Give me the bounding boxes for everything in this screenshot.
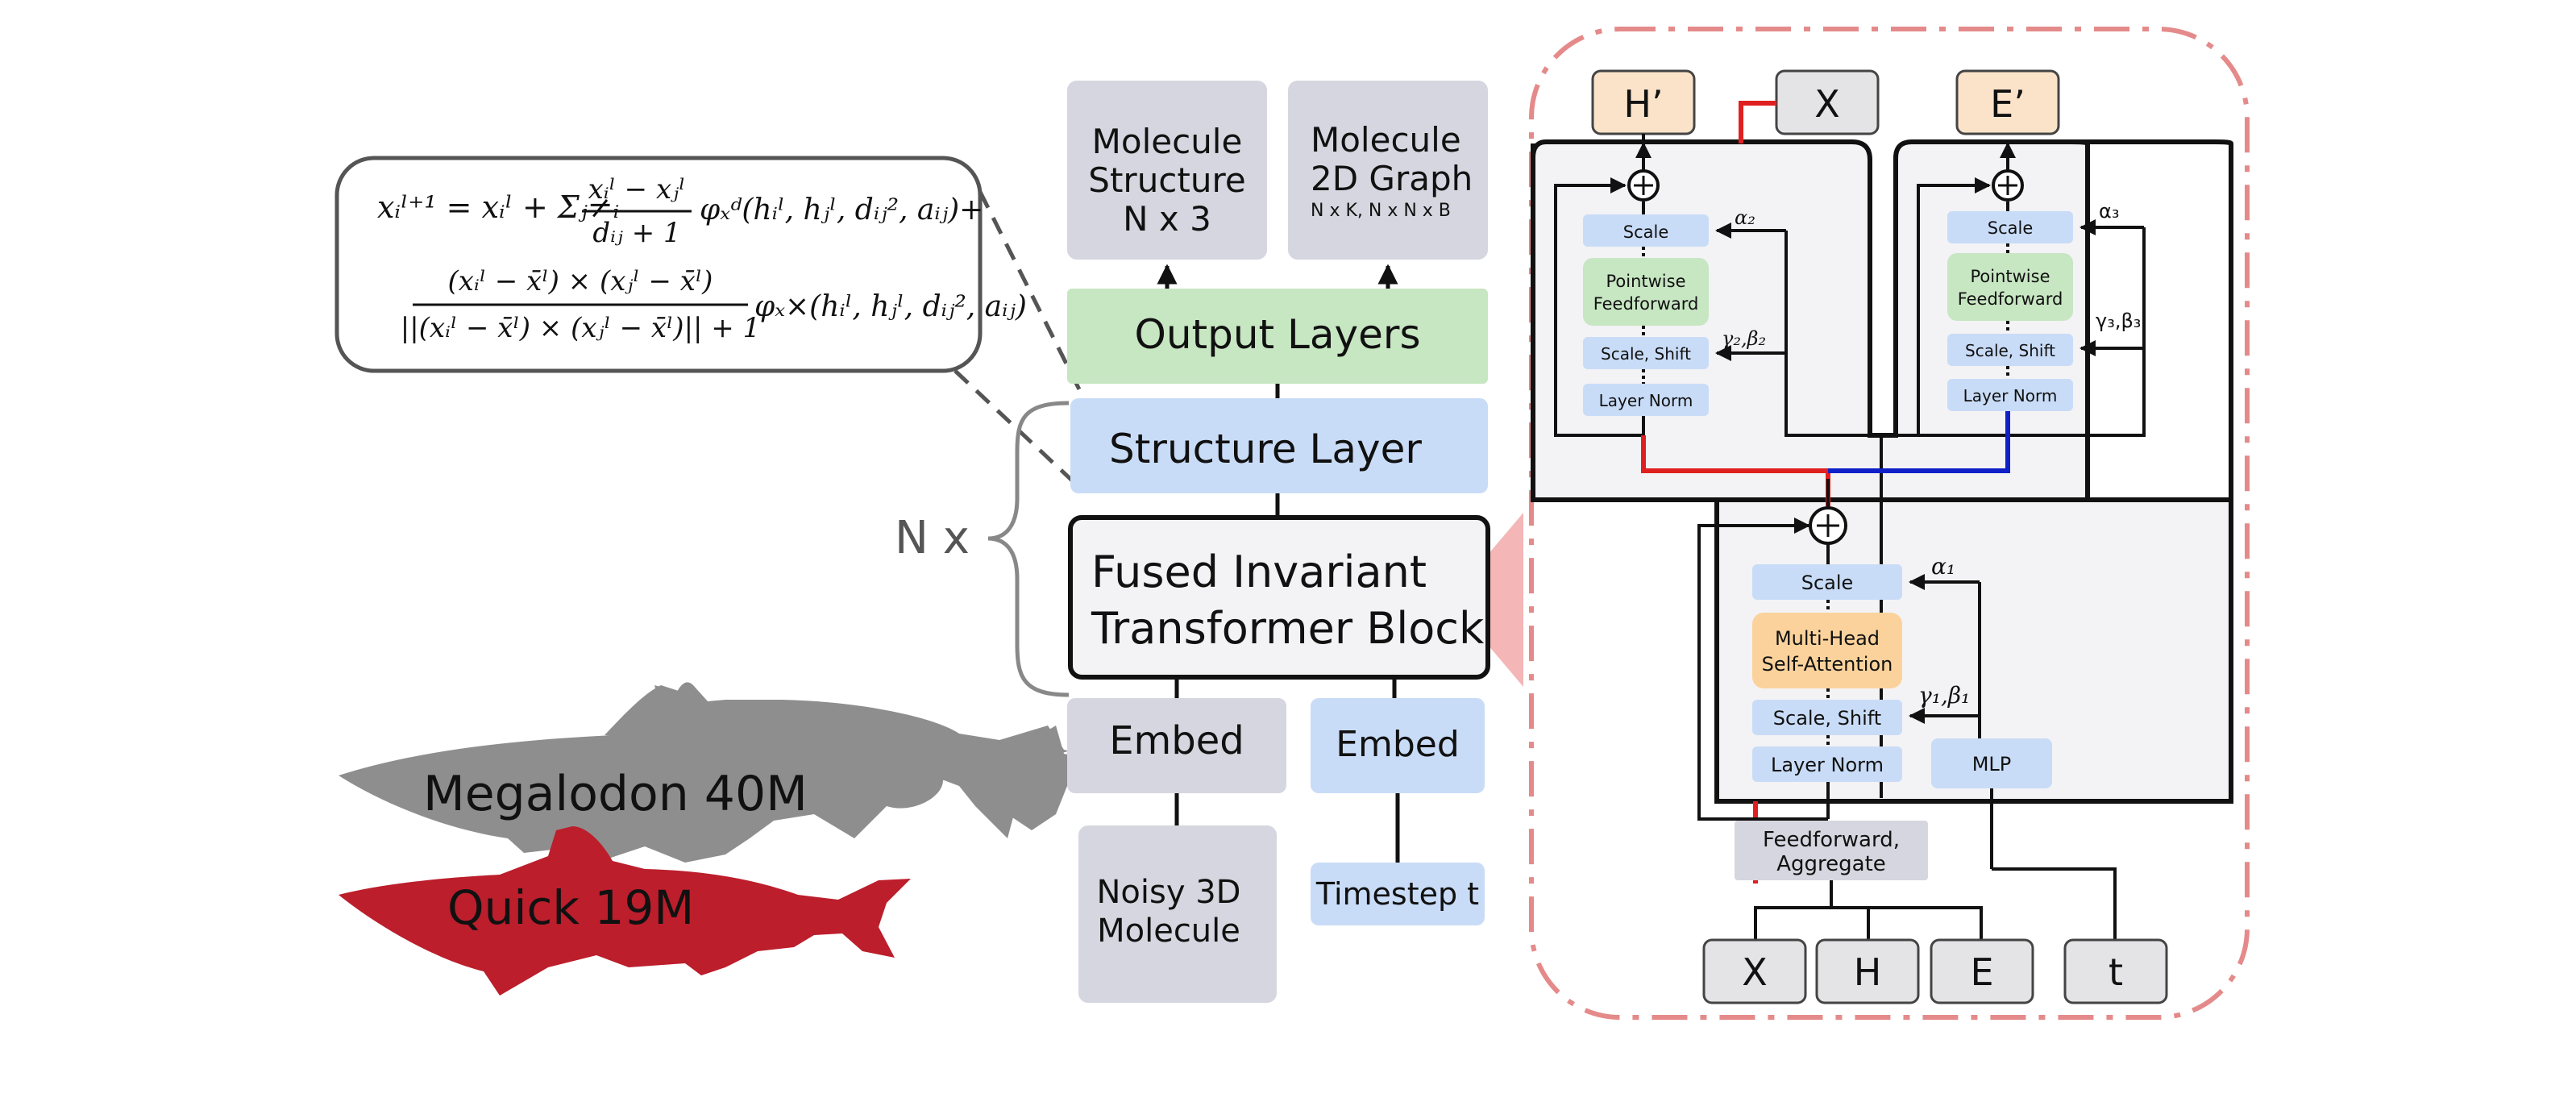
structure-layer bbox=[1070, 398, 1488, 493]
ffn-h-line2: Feedforward bbox=[1593, 294, 1699, 314]
scale-h-label: Scale bbox=[1623, 222, 1669, 242]
megalodon-label: Megalodon 40M bbox=[423, 766, 808, 822]
scale-shift-center-label: Scale, Shift bbox=[1773, 707, 1881, 730]
repeat-label: N x bbox=[895, 512, 970, 564]
out-structure-line3: N x 3 bbox=[1123, 199, 1211, 239]
out-graph-line2: 2D Graph bbox=[1311, 159, 1473, 198]
scale-center-label: Scale bbox=[1801, 572, 1854, 594]
structure-layer-label: Structure Layer bbox=[1109, 426, 1422, 472]
scale-h bbox=[1583, 214, 1709, 247]
equation-fraction1-denominator: dᵢⱼ + 1 bbox=[592, 217, 680, 249]
embed-right-label: Embed bbox=[1336, 724, 1460, 765]
gamma3-beta3-label: γ₃,β₃ bbox=[2096, 310, 2141, 332]
aggregate-line2: Aggregate bbox=[1776, 852, 1886, 876]
output-layers-label: Output Layers bbox=[1134, 311, 1420, 358]
layer-norm-center bbox=[1752, 746, 1902, 782]
alpha3-label: α₃ bbox=[2099, 200, 2119, 222]
e-prime-output bbox=[1955, 69, 2060, 135]
equation-line1-lhs: xᵢˡ⁺¹ = xᵢˡ + Σⱼ≠ᵢ bbox=[377, 189, 619, 225]
input-e bbox=[1930, 938, 2034, 1004]
out-graph-dims: N x K, N x N x B bbox=[1311, 201, 1451, 221]
mlp-label: MLP bbox=[1972, 753, 2012, 775]
x-top-label: X bbox=[1814, 82, 1840, 126]
layer-norm-e-label: Layer Norm bbox=[1963, 386, 2058, 405]
equation-callout: xᵢˡ⁺¹ = xᵢˡ + Σⱼ≠ᵢ xᵢˡ − xⱼˡ dᵢⱼ + 1 φₓᵈ… bbox=[334, 156, 1086, 493]
mhsa-line1: Multi-Head bbox=[1775, 627, 1880, 650]
molecule-structure-output bbox=[1067, 81, 1267, 260]
equation-fraction2-denominator: ||(xᵢˡ − x̄ˡ) × (xⱼˡ − x̄ˡ)|| + 1 bbox=[401, 312, 760, 344]
input-x bbox=[1702, 938, 1807, 1004]
equation-fraction2-numerator: (xᵢˡ − x̄ˡ) × (xⱼˡ − x̄ˡ) bbox=[448, 265, 713, 297]
fused-invariant-transformer-block bbox=[1068, 515, 1490, 680]
noisy-3d-molecule-input bbox=[1078, 825, 1277, 1003]
gamma2-beta2-label: γ₂,β₂ bbox=[1722, 327, 1766, 350]
equation-line1-tail: φₓᵈ(hᵢˡ, hⱼˡ, dᵢⱼ², aᵢⱼ)+ bbox=[700, 193, 983, 227]
embed-timestep bbox=[1311, 698, 1485, 793]
feedforward-aggregate bbox=[1735, 821, 1928, 880]
gamma1-beta1-label: γ₁,β₁ bbox=[1918, 682, 1970, 709]
fused-block-line1: Fused Invariant bbox=[1091, 547, 1427, 597]
scale-center bbox=[1752, 564, 1902, 600]
fused-block-line2: Transformer Block bbox=[1091, 603, 1485, 654]
out-graph-line1: Molecule bbox=[1311, 120, 1461, 160]
h-prime-label: H’ bbox=[1623, 82, 1663, 126]
scale-shift-e bbox=[1947, 334, 2073, 366]
quick-label: Quick 19M bbox=[447, 880, 694, 935]
alpha2-label: α₂ bbox=[1735, 206, 1755, 229]
detail-panel: H’ X E’ Scale α₂ Pointwise Feedforward S… bbox=[1529, 27, 2250, 1020]
main-stack: Molecule Structure N x 3 Molecule 2D Gra… bbox=[1067, 81, 1523, 1003]
alpha1-label: α₁ bbox=[1931, 553, 1955, 580]
embed-left-label: Embed bbox=[1109, 718, 1244, 763]
aggregate-line1: Feedforward, bbox=[1763, 828, 1900, 852]
input-e-label: E bbox=[1970, 950, 1993, 994]
repeat-brace: N x bbox=[895, 401, 1070, 697]
layer-norm-h bbox=[1583, 384, 1709, 416]
megalodon-shark: Megalodon 40M bbox=[339, 682, 1104, 863]
ffn-e-line1: Pointwise bbox=[1970, 267, 2050, 286]
scale-shift-e-label: Scale, Shift bbox=[1965, 341, 2055, 360]
equation-line2-tail: φₓ×(hᵢˡ, hⱼˡ, dᵢⱼ², aᵢⱼ) bbox=[754, 290, 1027, 323]
layer-norm-e bbox=[1947, 379, 2073, 411]
multi-head-self-attention bbox=[1752, 613, 1902, 688]
quick-shark: Quick 19M bbox=[339, 826, 911, 996]
noisy-line1: Noisy 3D bbox=[1097, 874, 1241, 911]
mlp bbox=[1931, 738, 2052, 788]
timestep-label: Timestep t bbox=[1315, 876, 1479, 912]
scale-shift-h-label: Scale, Shift bbox=[1601, 344, 1691, 364]
input-h-label: H bbox=[1854, 950, 1882, 994]
noisy-line2: Molecule bbox=[1097, 913, 1240, 950]
input-t bbox=[2063, 938, 2168, 1004]
scale-e bbox=[1947, 211, 2073, 243]
input-x-label: X bbox=[1742, 950, 1768, 994]
scale-e-label: Scale bbox=[1988, 218, 2034, 238]
pointwise-ffn-e bbox=[1947, 253, 2073, 321]
scale-shift-center bbox=[1752, 700, 1902, 735]
out-structure-line2: Structure bbox=[1088, 160, 1245, 200]
scale-shift-h bbox=[1583, 337, 1709, 369]
input-t-label: t bbox=[2109, 950, 2123, 994]
molecule-2d-graph-output bbox=[1288, 81, 1488, 260]
out-structure-line1: Molecule bbox=[1092, 122, 1243, 161]
layer-norm-h-label: Layer Norm bbox=[1599, 391, 1693, 410]
ffn-h-line1: Pointwise bbox=[1606, 272, 1685, 291]
embed-molecule bbox=[1067, 698, 1286, 793]
output-layers bbox=[1067, 289, 1488, 384]
mhsa-line2: Self-Attention bbox=[1762, 653, 1893, 676]
zoom-wedge bbox=[1488, 513, 1523, 687]
e-prime-label: E’ bbox=[1990, 82, 2025, 126]
equation-fraction1-numerator: xᵢˡ − xⱼˡ bbox=[588, 173, 686, 206]
ffn-e-line2: Feedforward bbox=[1958, 289, 2063, 309]
layer-norm-center-label: Layer Norm bbox=[1771, 754, 1884, 776]
timestep-input bbox=[1311, 863, 1485, 925]
pointwise-ffn-h bbox=[1583, 258, 1709, 326]
input-h bbox=[1815, 938, 1920, 1004]
